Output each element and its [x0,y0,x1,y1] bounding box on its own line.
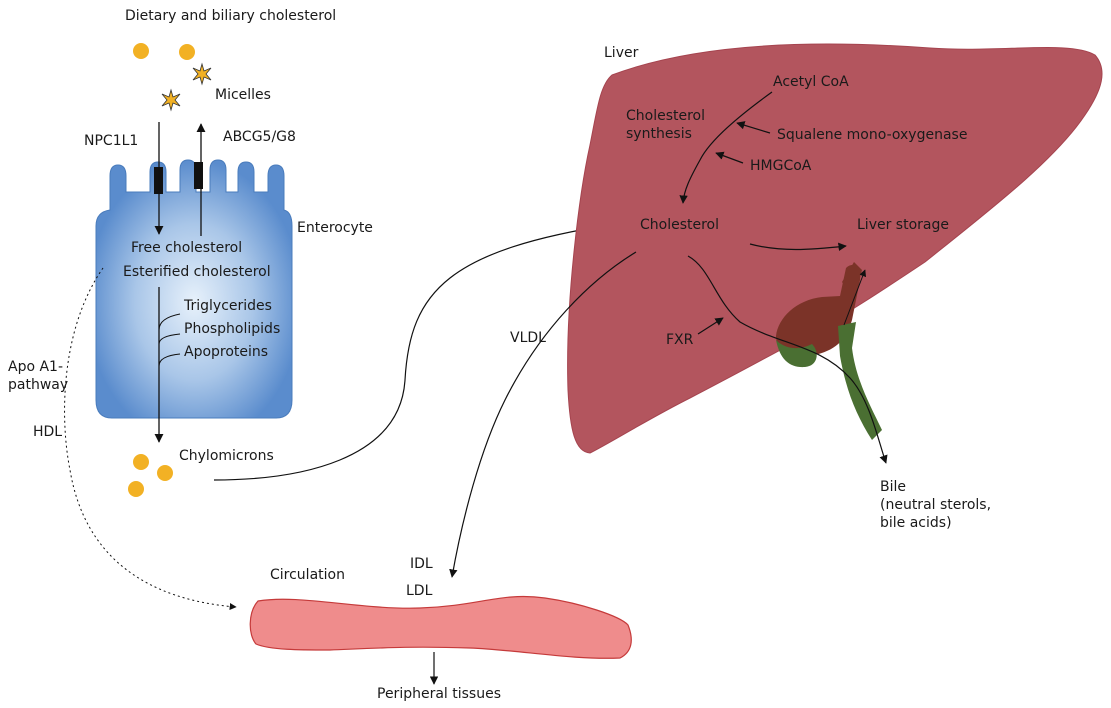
cholesterol-to-storage-arrow [749,242,847,252]
phospholipids-label: Phospholipids [184,321,281,337]
gallbladder-base [776,340,817,368]
bile-label: Bile (neutral sterols, bile acids) [880,479,992,531]
idl-label: IDL [410,556,433,572]
fxr-arrow [697,317,724,335]
vldl-to-circulation-arrow [449,251,637,578]
ldl-label: LDL [406,583,433,599]
free-cholesterol-label: Free cholesterol [131,240,243,256]
hmgcoa-arrow [715,151,744,164]
chylomicron-particle [157,465,173,481]
cholesterol-particle [179,44,195,60]
abcg5-g8-transporter [194,162,203,189]
acetyl-coa-to-cholesterol-arrow [679,91,773,204]
phospholipids-bracket [158,333,181,345]
cholesterol-particle [133,43,149,59]
chylomicron-particles [128,454,173,497]
liver-storage-label: Liver storage [857,217,949,233]
squalene-label: Squalene mono-oxygenase [777,127,968,143]
micelle-icon [161,88,181,112]
vldl-label: VLDL [510,330,546,346]
bile-duct-link [843,269,867,326]
hdl-label: HDL [33,424,63,440]
triglycerides-bracket [158,313,181,331]
circulation-label: Circulation [270,567,345,583]
enterocyte-label: Enterocyte [297,220,373,236]
dietary-cholesterol-label: Dietary and biliary cholesterol [125,8,337,24]
chylomicrons-label: Chylomicrons [179,448,274,464]
chylomicron-particle [133,454,149,470]
squalene-inhibition-arrow [736,121,771,134]
cholesterol-label: Cholesterol [640,217,720,233]
chylomicron-particle [128,481,144,497]
peripheral-tissues-label: Peripheral tissues [377,686,501,702]
bile-duct [838,322,882,440]
acetyl-coa-label: Acetyl CoA [773,74,849,90]
liver-label: Liver [604,45,639,61]
micelle-icons [161,62,212,112]
enterocyte-cell [95,159,293,419]
apoproteins-bracket [158,353,181,367]
cholesterol-to-bile-arrow [687,255,888,464]
micelles-label: Micelles [215,87,271,103]
abcg5-g8-label: ABCG5/G8 [223,129,296,145]
apo-a1-pathway-label: Apo A1- pathway [8,359,69,393]
hmgcoa-label: HMGCoA [750,158,812,174]
dietary-cholesterol-particles [133,43,195,60]
chylomicron-to-liver-arrow [213,221,616,481]
esterified-cholesterol-label: Esterified cholesterol [123,264,271,280]
npc1l1-label: NPC1L1 [84,133,139,149]
triglycerides-label: Triglycerides [184,298,272,314]
apoproteins-label: Apoproteins [184,344,269,360]
hepatic-duct [842,262,862,300]
micelle-icon [192,62,212,86]
liver-shape [567,43,1103,454]
apo-a1-hdl-dotted-arrow [64,267,237,610]
fxr-label: FXR [666,332,694,348]
circulation-vessel [249,595,632,659]
cholesterol-synthesis-label: Cholesterol synthesis [626,108,706,142]
